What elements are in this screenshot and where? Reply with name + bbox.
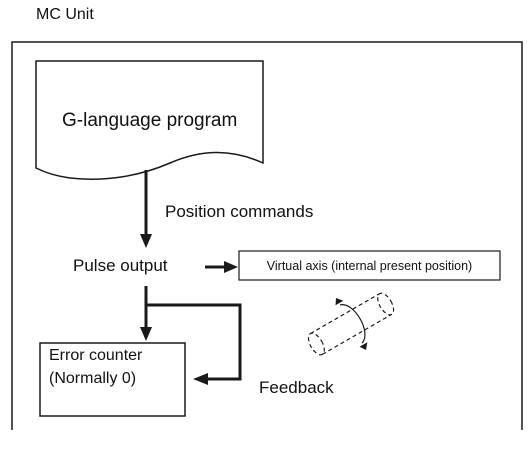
feedback-arrowhead xyxy=(193,373,208,385)
mc-unit-title: MC Unit xyxy=(36,6,94,23)
feedback-loop-line xyxy=(146,303,242,381)
error-counter-box xyxy=(39,342,186,417)
virtual-axis-box xyxy=(238,250,501,281)
pulse-to-counter-arrowhead xyxy=(140,327,152,341)
error-counter-label: Error counter (Normally 0) xyxy=(49,347,143,387)
pulse-output-label: Pulse output xyxy=(73,256,168,275)
feedback-label: Feedback xyxy=(259,378,334,397)
virtual-axis-label: Virtual axis (internal present position) xyxy=(266,258,473,273)
program-label: G-language program xyxy=(62,110,238,131)
position-commands-label: Position commands xyxy=(165,202,314,221)
mc-unit-boundary xyxy=(11,41,523,430)
virtual-axis-cylinder-icon xyxy=(307,292,395,356)
position-commands-arrowhead xyxy=(140,234,152,248)
virtual-axis-arrowhead xyxy=(224,261,238,273)
program-document-shape xyxy=(35,60,264,180)
